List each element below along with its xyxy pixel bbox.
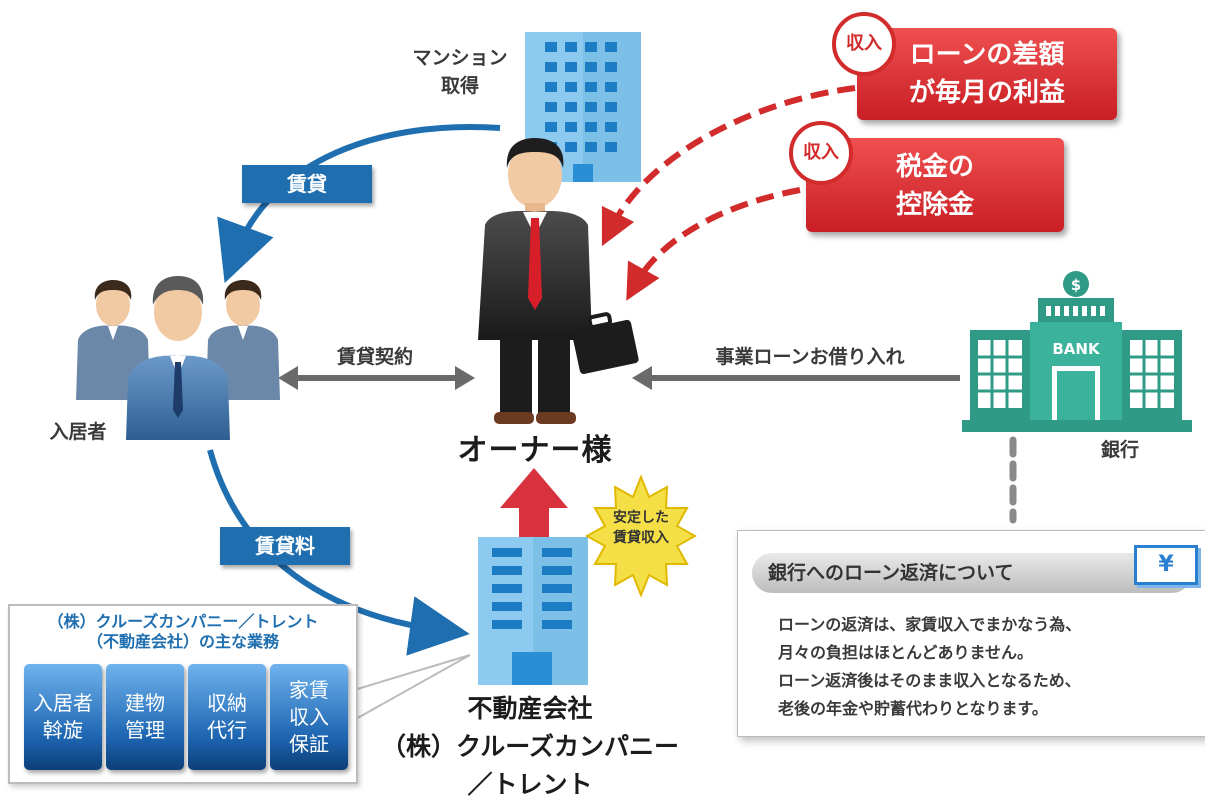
bank-note-line-1: ローンの返済は、家賃収入でまかなう為、: [778, 615, 1082, 634]
tenants-label: 入居者: [49, 421, 107, 443]
tile-text: 入居者: [33, 691, 93, 715]
stable-income-line2: 賃貸収入: [613, 530, 669, 546]
bank-sign: BANK: [1052, 340, 1100, 358]
bank-label: 銀行: [1100, 439, 1139, 461]
company-building-icon: [478, 537, 588, 685]
profit-arrow: [601, 85, 856, 247]
business-title-line2: （不動産会社）の主な業務: [86, 632, 279, 651]
business-panel-title: （株）クルーズカンパニー／トレント （不動産会社）の主な業務: [10, 612, 356, 652]
owner-businessman-icon: [478, 138, 639, 424]
tax-deduction-line2: 控除金: [895, 190, 974, 220]
tile-text: 保証: [289, 731, 329, 756]
tile-text: 斡旋: [43, 718, 83, 742]
tile-text: 管理: [125, 718, 165, 742]
tile-text: 建物: [125, 691, 165, 715]
tenants-people-icon: [76, 276, 280, 440]
bank-note-line-4: 老後の年金や貯蓄代わりとなります。: [778, 699, 1048, 718]
bank-building-icon: [962, 271, 1192, 432]
loan-profit-line1: ローンの差額: [909, 40, 1065, 70]
mansion-acquisition-label: マンション 取得: [385, 44, 535, 100]
owner-label: オーナー様: [457, 433, 613, 468]
business-tile-building-management: 建物 管理: [106, 664, 184, 770]
loan-label: 事業ローンお借り入れ: [715, 346, 905, 368]
rent-fee-arrow: [207, 449, 470, 656]
yen-bill-icon: ¥: [1134, 545, 1198, 585]
rent-arrow: [217, 124, 501, 284]
business-tile-rent-guarantee: 家賃 収入 保証: [270, 664, 348, 770]
bank-note-title: 銀行へのローン返済について ¥: [752, 545, 1198, 593]
bank-note-line-2: 月々の負担はほとんどありません。: [778, 643, 1034, 662]
tax-arrow: [626, 187, 801, 301]
loan-profit-box: ローンの差額 が毎月の利益: [857, 28, 1117, 120]
company-name-block: 不動産会社 （株）クルーズカンパニー ／トレント: [360, 690, 700, 804]
business-tile-payment-collection: 収納 代行: [188, 664, 266, 770]
bank-note-title-text: 銀行へのローン返済について: [768, 562, 1014, 584]
rent-fee-tag: 賃貸料: [220, 527, 350, 565]
tile-text: 収納: [207, 691, 247, 715]
stable-income-burst: [584, 474, 698, 598]
income-badge-2: 収入: [789, 121, 853, 185]
dollar-icon: $: [1070, 276, 1082, 294]
mansion-label-line1: マンション: [412, 47, 508, 69]
mansion-label-line2: 取得: [440, 75, 479, 97]
contract-label: 賃貸契約: [336, 346, 413, 368]
bank-repayment-note: 銀行へのローン返済について ¥ ローンの返済は、家賃収入でまかなう為、 月々の負…: [737, 530, 1205, 737]
company-name-line2: （株）クルーズカンパニー: [380, 732, 679, 761]
business-tile-tenant-placement: 入居者 斡旋: [24, 664, 102, 770]
business-panel: （株）クルーズカンパニー／トレント （不動産会社）の主な業務 入居者 斡旋 建物…: [8, 604, 358, 784]
company-name-line1: 不動産会社: [467, 694, 593, 723]
business-title-line1: （株）クルーズカンパニー／トレント: [47, 612, 319, 631]
rent-tag: 賃貸: [242, 165, 372, 203]
stable-income-line1: 安定した: [613, 510, 669, 526]
tile-text: 代行: [207, 718, 247, 742]
tax-deduction-line1: 税金の: [895, 152, 974, 182]
tile-text: 収入: [289, 704, 329, 729]
company-name-line3: ／トレント: [467, 770, 593, 799]
bank-note-line-3: ローン返済後はそのまま収入となるため、: [778, 671, 1081, 690]
income-badge-1: 収入: [832, 12, 896, 76]
tile-text: 家賃: [289, 677, 329, 702]
stable-income-text: 安定した 賃貸収入: [599, 508, 683, 548]
loan-profit-line2: が毎月の利益: [908, 78, 1065, 108]
